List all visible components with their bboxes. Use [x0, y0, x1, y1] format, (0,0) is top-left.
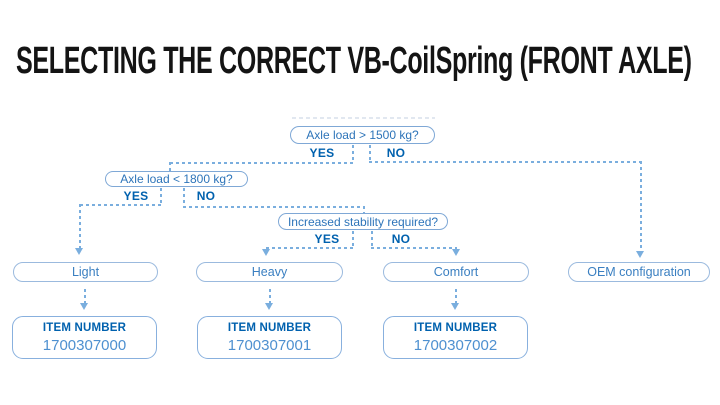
connector-line — [352, 231, 354, 247]
outcome-label: Heavy — [251, 265, 288, 279]
yes-label: YES — [123, 189, 149, 203]
connector-line — [369, 161, 641, 163]
decision-axle-load-1500: Axle load > 1500 kg? — [290, 126, 435, 144]
connector-line — [266, 247, 353, 249]
decision-axle-load-1800: Axle load < 1800 kg? — [105, 171, 248, 187]
outcome-heavy: Heavy — [196, 262, 343, 282]
decision-question: Axle load > 1500 kg? — [306, 128, 419, 142]
item-number-heading: ITEM NUMBER — [42, 321, 127, 334]
yes-label: YES — [314, 232, 340, 246]
page-title: SELECTING THE CORRECT VB-CoilSpring (FRO… — [16, 40, 692, 82]
connector-line — [371, 231, 373, 247]
arrow-down-icon — [452, 249, 460, 256]
outcome-label: OEM configuration — [587, 265, 691, 279]
item-number-value: 1700307000 — [42, 336, 127, 354]
outcome-comfort: Comfort — [383, 262, 529, 282]
connector-line — [170, 162, 353, 164]
connector-line — [371, 247, 457, 249]
no-label: NO — [196, 189, 216, 203]
outcome-light: Light — [13, 262, 158, 282]
connector-line — [79, 204, 81, 249]
item-number-heading: ITEM NUMBER — [227, 321, 312, 334]
item-number-heading: ITEM NUMBER — [413, 321, 498, 334]
connector-line — [363, 206, 365, 213]
arrow-down-icon — [75, 248, 83, 255]
item-box-comfort: ITEM NUMBER 1700307002 — [383, 316, 528, 359]
item-box-light: ITEM NUMBER 1700307000 — [12, 316, 157, 359]
item-number-value: 1700307001 — [227, 336, 312, 354]
connector-line — [369, 145, 371, 161]
decision-question: Increased stability required? — [287, 214, 439, 229]
connector-line — [169, 162, 171, 171]
arrow-down-icon — [80, 303, 88, 310]
arrow-down-icon — [265, 303, 273, 310]
connector-line — [269, 289, 271, 304]
arrow-down-icon — [636, 251, 644, 258]
yes-label: YES — [309, 146, 335, 160]
connector-line — [352, 145, 354, 162]
decision-question: Axle load < 1800 kg? — [120, 172, 233, 186]
item-number-value: 1700307002 — [413, 336, 498, 354]
outcome-oem-configuration: OEM configuration — [568, 262, 710, 282]
connector-line — [160, 188, 162, 204]
connector-line — [80, 204, 162, 206]
connector-line — [183, 206, 364, 208]
no-label: NO — [391, 232, 411, 246]
arrow-down-icon — [262, 249, 270, 256]
connector-line — [84, 289, 86, 304]
outcome-label: Comfort — [433, 265, 479, 279]
connector-line — [455, 289, 457, 304]
connector-line — [183, 188, 185, 206]
item-box-heavy: ITEM NUMBER 1700307001 — [197, 316, 342, 359]
decision-increased-stability: Increased stability required? — [278, 213, 448, 230]
faint-guide-line — [292, 117, 435, 119]
no-label: NO — [386, 146, 406, 160]
connector-line — [640, 161, 642, 251]
outcome-label: Light — [71, 265, 100, 279]
arrow-down-icon — [451, 303, 459, 310]
